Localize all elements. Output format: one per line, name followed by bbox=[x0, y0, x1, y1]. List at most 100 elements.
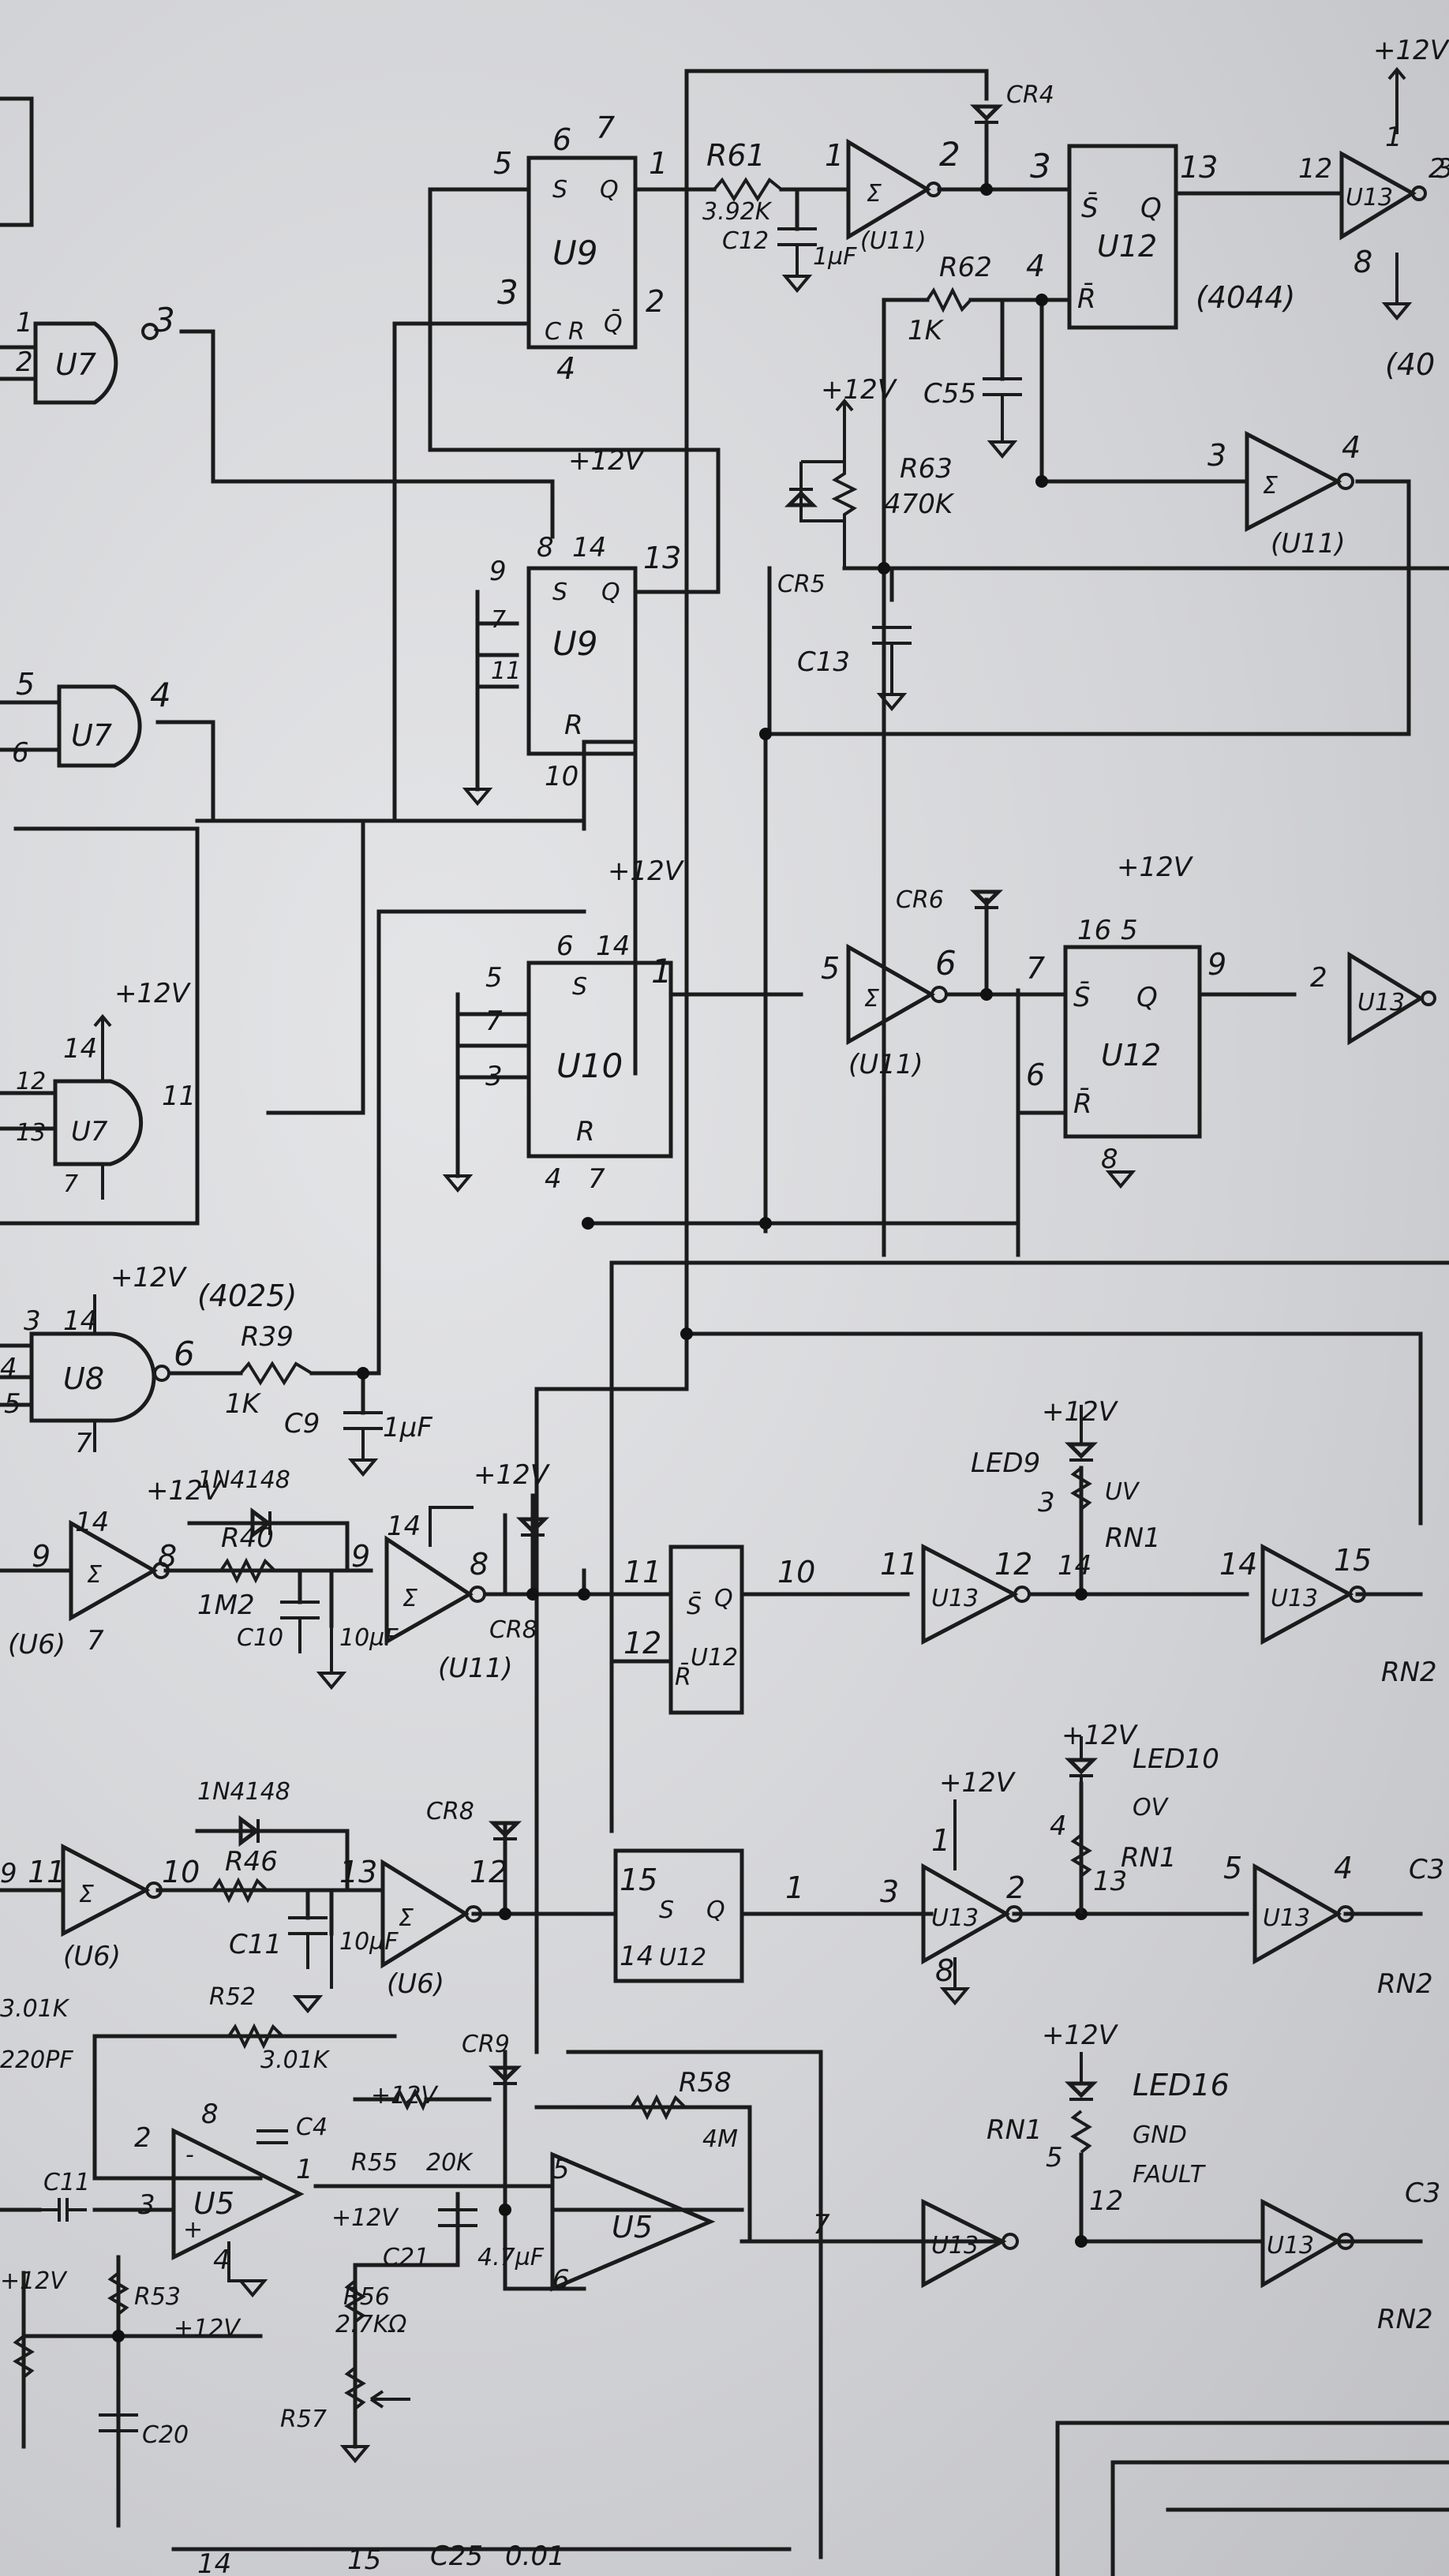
led-led10: +12V LED10 OV RN1 4 13 bbox=[1050, 1720, 1219, 1914]
u9a-pin: 1 bbox=[649, 146, 668, 181]
r39-label: R39 bbox=[241, 1321, 294, 1353]
rn1-pin: 12 bbox=[1089, 2185, 1123, 2217]
c3b-label: C3 bbox=[1405, 2177, 1440, 2209]
u6b-label: (U6) bbox=[63, 1941, 121, 1972]
u11a-pin: 1 bbox=[825, 138, 844, 173]
r62-label: R62 bbox=[939, 252, 992, 283]
buffer-u13-row3a: U13 bbox=[921, 2198, 1019, 2289]
c9-label: C9 bbox=[284, 1408, 320, 1440]
diode-1n4148-low: 1N4148 bbox=[197, 1778, 290, 1847]
u12c-pin: 10 bbox=[777, 1555, 815, 1589]
opamp-u5-right: U5 5 6 7 bbox=[550, 2151, 830, 2296]
u7c-pin: 7 bbox=[63, 1170, 78, 1198]
u12a-pin: 4 bbox=[1026, 249, 1045, 283]
u7b-pin: 6 bbox=[12, 737, 29, 769]
diode-cr6: CR6 bbox=[896, 886, 1004, 914]
u11c-pin: 5 bbox=[821, 951, 840, 986]
c220p-label: 220PF bbox=[0, 2046, 73, 2074]
u13a-pin: 11 bbox=[880, 1547, 918, 1582]
left-supply: +12V bbox=[0, 2267, 68, 2295]
u12a-s: S̄ bbox=[1081, 192, 1099, 224]
diode-cr4: CR4 bbox=[969, 81, 1054, 124]
c12-value: 1µF bbox=[813, 243, 857, 271]
u12b-pin: 7 bbox=[1026, 951, 1045, 986]
u10-label: U10 bbox=[556, 1046, 623, 1085]
fault-label: FAULT bbox=[1133, 2161, 1207, 2188]
gate-u8: U8 (4025) +12V 3 14 4 5 6 7 bbox=[0, 1262, 297, 1459]
u9b-pin: 9 bbox=[489, 556, 507, 587]
u11a-label: (U11) bbox=[860, 227, 927, 255]
misc-pin: 3 bbox=[1436, 153, 1449, 185]
led-led9: +12V LED9 UV RN1 3 14 bbox=[971, 1396, 1161, 1582]
u12c-label: U12 bbox=[691, 1644, 738, 1672]
capacitor-c12: C12 1µF bbox=[722, 227, 857, 294]
cr6-label: CR6 bbox=[896, 886, 944, 914]
u7a-pin: 3 bbox=[154, 301, 175, 339]
u7c-label: U7 bbox=[71, 1116, 108, 1148]
u9a-qbar: Q̄ bbox=[604, 309, 623, 338]
buffer-u13-top: U13 +12V 12 1 2 8 (40 bbox=[1298, 35, 1449, 382]
u7b-pin: 5 bbox=[16, 667, 35, 702]
u12a-type: (4044) bbox=[1196, 280, 1295, 315]
r58-label: R58 bbox=[679, 2067, 732, 2099]
gate-u7-mid: U7 5 6 4 bbox=[0, 667, 171, 769]
u9a-pin: 7 bbox=[596, 110, 615, 145]
u12c-r: R̄ bbox=[675, 1663, 691, 1691]
rn2a-label: RN2 bbox=[1381, 1657, 1437, 1688]
u13b-pin: 15 bbox=[1334, 1543, 1372, 1578]
rn1b-label: RN1 bbox=[1121, 1842, 1177, 1874]
crb-label: CR8 bbox=[426, 1798, 474, 1825]
c10-value: 10µF bbox=[339, 1624, 399, 1652]
led9-supply: +12V bbox=[1042, 1396, 1119, 1428]
buffer-u13-row2b: U13 5 4 C3 RN2 bbox=[1223, 1851, 1444, 2000]
u12a-label: U12 bbox=[1097, 229, 1157, 264]
u13c-label: U13 bbox=[931, 1904, 979, 1932]
misc-pins: 9 3 bbox=[0, 153, 1449, 1889]
u9a-pin: 2 bbox=[646, 284, 665, 319]
rn1-pin: 4 bbox=[1050, 1810, 1067, 1842]
u9a-pin: 3 bbox=[497, 273, 519, 312]
diode-crb: CR8 bbox=[426, 1798, 522, 1840]
u12b-r: R̄ bbox=[1073, 1088, 1092, 1120]
r56-value: 2.7KΩ bbox=[335, 2311, 406, 2338]
u9b-supply: +12V bbox=[568, 445, 646, 477]
capacitor-c10: C10 10µF bbox=[237, 1601, 399, 1690]
u9a-label: U9 bbox=[552, 234, 597, 272]
buffer-u11-top: Σ (U11) 1 2 bbox=[825, 135, 960, 255]
ic-u9-mid: U9 S Q R +12V 8 14 13 9 7 11 10 bbox=[462, 445, 681, 807]
u9a-pin: 4 bbox=[556, 351, 575, 386]
u12b-label: U12 bbox=[1101, 1038, 1161, 1073]
u6a-supply: +12V bbox=[146, 1475, 223, 1507]
u12a-pin: 3 bbox=[1030, 147, 1051, 185]
buffer-u6-mid2: Σ (U6) 13 12 bbox=[339, 1855, 507, 2000]
u9b-pin: 8 bbox=[537, 532, 554, 564]
u10-r: R bbox=[576, 1116, 595, 1148]
u5a-minus: - bbox=[185, 2141, 194, 2169]
u8-type: (4025) bbox=[197, 1279, 297, 1313]
r56-label: R56 bbox=[343, 2283, 390, 2311]
u7a-pin: 1 bbox=[16, 307, 33, 339]
u12c-pin: 11 bbox=[623, 1555, 661, 1589]
c55-label: C55 bbox=[923, 378, 976, 410]
r57-label: R57 bbox=[280, 2406, 327, 2433]
bottom-strip: 14 15 C25 0.01 bbox=[197, 2540, 565, 2576]
u12d-pin: 14 bbox=[620, 1941, 653, 1972]
u12b-pin: 6 bbox=[1026, 1058, 1045, 1092]
capacitor-c21: C21 4.7µF +12V bbox=[331, 2204, 545, 2271]
u9a-pin: 6 bbox=[552, 122, 571, 157]
u13top-pin: 12 bbox=[1298, 153, 1332, 185]
r62-value: 1K bbox=[908, 315, 945, 346]
u9a-r: R bbox=[568, 318, 585, 346]
u13c-supply: +12V bbox=[939, 1767, 1017, 1799]
u13c-pin: 3 bbox=[880, 1874, 899, 1909]
diode-cr8: CR8 bbox=[489, 1517, 550, 1644]
cr9-label: CR9 bbox=[462, 2031, 510, 2058]
bottom-pin: 15 bbox=[347, 2544, 381, 2576]
u5a-pin: 8 bbox=[201, 2099, 219, 2130]
u13b-pin: 14 bbox=[1219, 1547, 1257, 1582]
resistor-r55: R55 20K bbox=[351, 2087, 474, 2177]
u9a-c: C bbox=[545, 318, 561, 346]
capacitor-c4: C4 +12V bbox=[256, 2082, 439, 2144]
u7b-pin: 4 bbox=[150, 676, 171, 714]
resistor-r62: R62 1K bbox=[908, 252, 992, 346]
